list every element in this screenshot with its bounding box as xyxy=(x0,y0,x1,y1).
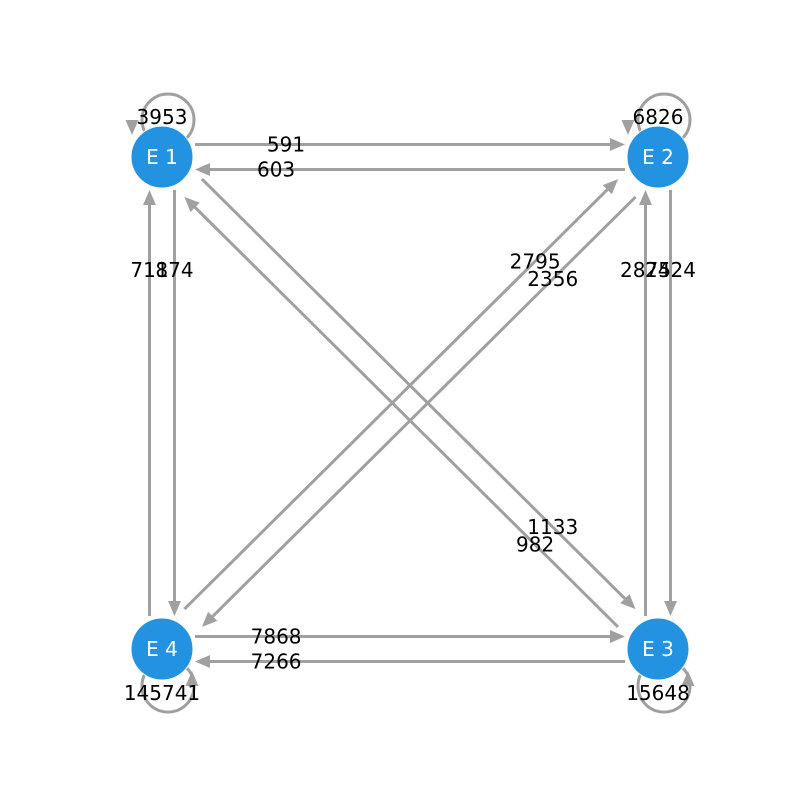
self-loop-arrowhead xyxy=(185,671,199,686)
self-loop-arrowhead xyxy=(621,120,635,135)
self-loop-arrowhead xyxy=(681,671,695,686)
edge-arrowhead xyxy=(195,163,210,176)
edge-e1-e3-label: 1133 xyxy=(527,515,578,539)
edge-e4-e1-label: 711 xyxy=(130,258,168,282)
node-circle xyxy=(130,617,194,681)
edge-line xyxy=(209,195,637,620)
edge-line xyxy=(200,178,629,602)
edge-arrowhead xyxy=(610,630,625,643)
edge-e1-e1-label: 3953 xyxy=(137,105,188,129)
edge-arrowhead xyxy=(184,196,200,212)
node-e4: E 4 xyxy=(130,617,194,681)
edge-e4-e1 xyxy=(143,190,156,616)
edge-e1-e4-label: 874 xyxy=(155,258,193,282)
self-loop-arrowhead xyxy=(125,120,139,135)
edge-e1-e3 xyxy=(200,178,636,610)
edge-arrowhead xyxy=(202,611,218,627)
edge-e3-e4-label: 7266 xyxy=(251,650,302,674)
nodes: E 1 E 2 E 3 E 4 xyxy=(130,125,690,681)
edge-e3-e3-label: 15648 xyxy=(626,681,690,705)
node-circle xyxy=(626,617,690,681)
edge-e1-e2-label: 591 xyxy=(267,133,305,157)
edge-e3-e1-label: 982 xyxy=(516,533,554,557)
node-circle xyxy=(626,125,690,189)
node-label: E 1 xyxy=(146,145,178,169)
node-label: E 2 xyxy=(642,145,674,169)
edge-arrowhead xyxy=(639,190,652,205)
edge-e2-e1-label: 603 xyxy=(257,158,295,182)
edge-arrowhead xyxy=(168,601,181,616)
edge-e3-e1 xyxy=(184,196,620,628)
node-label: E 3 xyxy=(642,637,674,661)
edge-arrowhead xyxy=(602,179,618,195)
edge-e2-e1 xyxy=(195,163,625,176)
edge-e4-e3-label: 7868 xyxy=(251,625,302,649)
node-e1: E 1 xyxy=(130,125,194,189)
edge-e3-e2 xyxy=(639,190,652,616)
edge-arrowhead xyxy=(143,190,156,205)
edge-e4-e4-label: 145741 xyxy=(124,681,200,705)
edge-e2-e4 xyxy=(202,195,637,627)
node-circle xyxy=(130,125,194,189)
edge-arrowhead xyxy=(620,594,636,610)
edge-e2-e3 xyxy=(664,190,677,616)
edge-e4-e2-label: 2795 xyxy=(510,249,561,273)
edge-e3-e4 xyxy=(195,655,625,668)
edge-e1-e4 xyxy=(168,190,181,616)
edge-e2-e2-label: 6826 xyxy=(633,105,684,129)
edge-e1-e2 xyxy=(195,138,625,151)
edge-arrowhead xyxy=(664,601,677,616)
edge-arrowhead xyxy=(195,655,210,668)
edge-e4-e2 xyxy=(183,179,618,611)
node-label: E 4 xyxy=(146,637,178,661)
edge-e4-e3 xyxy=(195,630,625,643)
edge-e3-e2-label: 2875 xyxy=(620,258,671,282)
edge-e2-e3-label: 2424 xyxy=(645,258,696,282)
node-e2: E 2 xyxy=(626,125,690,189)
edge-arrowhead xyxy=(610,138,625,151)
edge-line xyxy=(191,204,620,628)
edge-e2-e4-label: 2356 xyxy=(527,267,578,291)
edge-line xyxy=(183,186,611,611)
edges xyxy=(143,138,677,668)
node-e3: E 3 xyxy=(626,617,690,681)
